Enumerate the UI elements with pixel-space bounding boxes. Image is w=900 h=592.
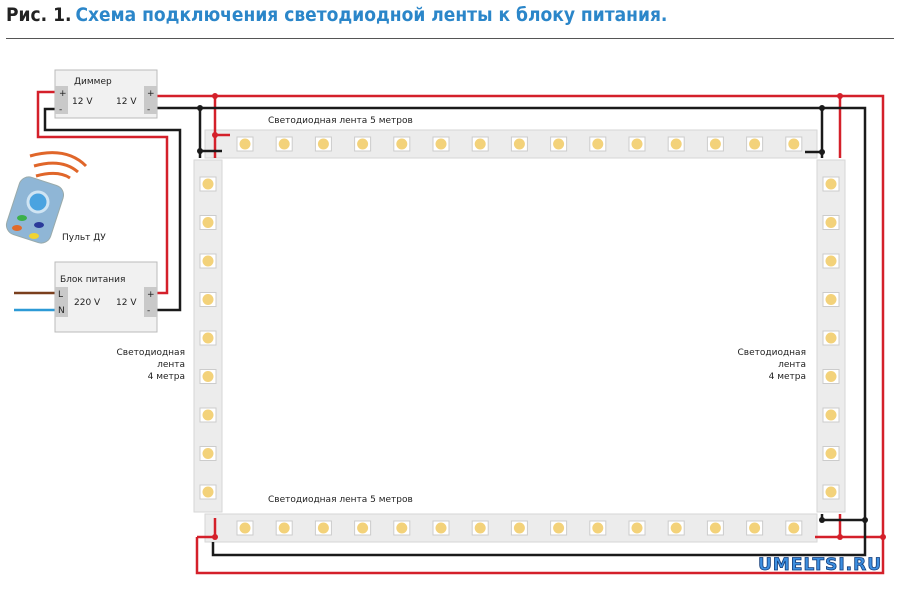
figure-title: Рис. 1.Схема подключения светодиодной ле… (6, 4, 667, 26)
strip-bottom-label: Светодиодная лента 5 метров (268, 495, 413, 505)
black-wire-bottom-right (820, 514, 865, 522)
led-light (202, 255, 214, 267)
led-light (709, 522, 721, 534)
led-light (513, 138, 525, 150)
junction-dots (197, 93, 886, 540)
led-light (592, 138, 604, 150)
led-light (202, 332, 214, 344)
led-light (202, 448, 214, 459)
black-wire-main (157, 106, 867, 557)
remote-label: Пульт ДУ (62, 233, 106, 243)
strip-left-label: Светодиодная лента 4 метра (117, 348, 186, 382)
remote-control-icon (5, 151, 88, 244)
led-light (825, 178, 837, 190)
strip-left-label-2: лента (157, 360, 185, 370)
strip-left-label-1: Светодиодная (117, 348, 186, 358)
led-light (825, 486, 837, 498)
strip-right-label-2: лента (778, 360, 806, 370)
led-light (709, 138, 721, 150)
dimmer-in-minus: - (59, 105, 62, 115)
led-light (435, 522, 447, 534)
figure-caption: Схема подключения светодиодной ленты к б… (75, 4, 668, 26)
red-wire-main (157, 94, 885, 575)
led-light (396, 522, 408, 534)
led-light (239, 522, 251, 534)
led-light (278, 138, 290, 150)
led-light (202, 486, 214, 498)
psu-terminal-n: N (58, 306, 65, 316)
led-light (278, 522, 290, 534)
strip-left-label-3: 4 метра (148, 372, 185, 382)
led-light (396, 138, 408, 150)
watermark: UMELTSI.RU (758, 555, 882, 575)
led-light (825, 371, 837, 382)
power-supply-box: Блок питания L N 220 V 12 V + - (54, 261, 158, 333)
led-light (825, 332, 837, 344)
dimmer-box: Диммер 12 V 12 V + - + - (54, 69, 158, 119)
led-light (631, 138, 643, 150)
led-light (202, 409, 214, 421)
strip-right-label-1: Светодиодная (738, 348, 807, 358)
led-light (202, 371, 214, 382)
leds (199, 136, 840, 536)
led-light (513, 522, 525, 534)
led-strips (193, 129, 846, 543)
led-light (474, 138, 486, 150)
led-light (202, 178, 214, 190)
led-light (670, 522, 682, 534)
title-rule (6, 38, 894, 39)
power-supply-label: Блок питания (60, 275, 125, 285)
led-light (202, 217, 214, 228)
led-light (749, 138, 761, 150)
psu-terminal-l: L (58, 290, 63, 300)
led-light (788, 138, 800, 150)
led-light (553, 522, 565, 534)
led-light (825, 294, 837, 305)
psu-plus: + (147, 290, 155, 300)
strip-right-label: Светодиодная лента 4 метра (738, 348, 807, 382)
led-light (825, 255, 837, 267)
led-light (239, 138, 251, 150)
psu-in-voltage: 220 V (74, 298, 101, 308)
led-light (553, 138, 565, 150)
red-wire-bottom-right (838, 514, 883, 539)
dimmer-label: Диммер (74, 77, 112, 87)
dimmer-out-voltage: 12 V (116, 97, 137, 107)
led-light (435, 138, 447, 150)
led-light (317, 138, 329, 150)
dimmer-out-plus: + (147, 89, 155, 99)
strip-right-label-3: 4 метра (769, 372, 806, 382)
figure-number: Рис. 1. (6, 4, 72, 26)
psu-minus: - (147, 306, 150, 316)
strip-top-label: Светодиодная лента 5 метров (268, 116, 413, 126)
psu-out-voltage: 12 V (116, 298, 137, 308)
red-wire-psu-dimmer (36, 90, 169, 295)
led-light (474, 522, 486, 534)
led-light (825, 217, 837, 228)
black-wire-psu-dimmer (43, 107, 182, 312)
led-light (357, 138, 369, 150)
dimmer-out-minus: - (147, 105, 150, 115)
led-light (357, 522, 369, 534)
led-light (317, 522, 329, 534)
dimmer-in-plus: + (59, 89, 67, 99)
led-light (670, 138, 682, 150)
dimmer-in-voltage: 12 V (72, 97, 93, 107)
led-light (749, 522, 761, 534)
led-light (631, 522, 643, 534)
led-light (825, 448, 837, 459)
led-light (788, 522, 800, 534)
led-light (202, 294, 214, 305)
led-light (592, 522, 604, 534)
led-light (825, 409, 837, 421)
